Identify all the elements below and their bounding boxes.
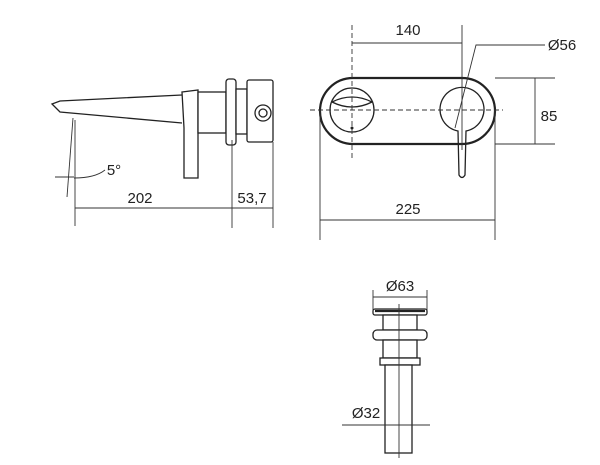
leader-line [454, 44, 545, 129]
cartridge-inner [258, 108, 268, 118]
lever-front [439, 86, 485, 179]
dim-width-label: 225 [395, 201, 420, 218]
spout-outlet-detail [331, 96, 374, 108]
dim-diameter-label: Ø56 [548, 37, 576, 54]
dim-height-label: 85 [541, 108, 558, 125]
waste-body [382, 339, 418, 359]
dim-length-label: 202 [127, 190, 152, 207]
waste-neck [382, 314, 418, 331]
waste-view: Ø63 Ø32 [342, 278, 430, 458]
body [197, 91, 227, 134]
angle-line [66, 117, 74, 198]
side-view: 5° 202 53,7 [50, 78, 274, 228]
angle-arc [73, 169, 106, 179]
angle-label: 5° [107, 162, 121, 179]
waste-collar [372, 329, 428, 341]
dim-centers-label: 140 [395, 22, 420, 39]
flange [225, 78, 237, 146]
waste-ring [379, 357, 421, 366]
dim-top-diameter-label: Ø63 [386, 278, 414, 295]
cartridge-circle [254, 104, 272, 122]
ring [235, 88, 248, 135]
dim-pipe-diameter-label: Ø32 [352, 405, 380, 422]
spout [50, 94, 183, 124]
lever-handle [181, 89, 199, 179]
front-view: 140 Ø56 85 225 [310, 22, 576, 240]
waste-pipe [384, 364, 413, 454]
outlet-dot [350, 126, 354, 130]
dim-depth-label: 53,7 [237, 190, 266, 207]
